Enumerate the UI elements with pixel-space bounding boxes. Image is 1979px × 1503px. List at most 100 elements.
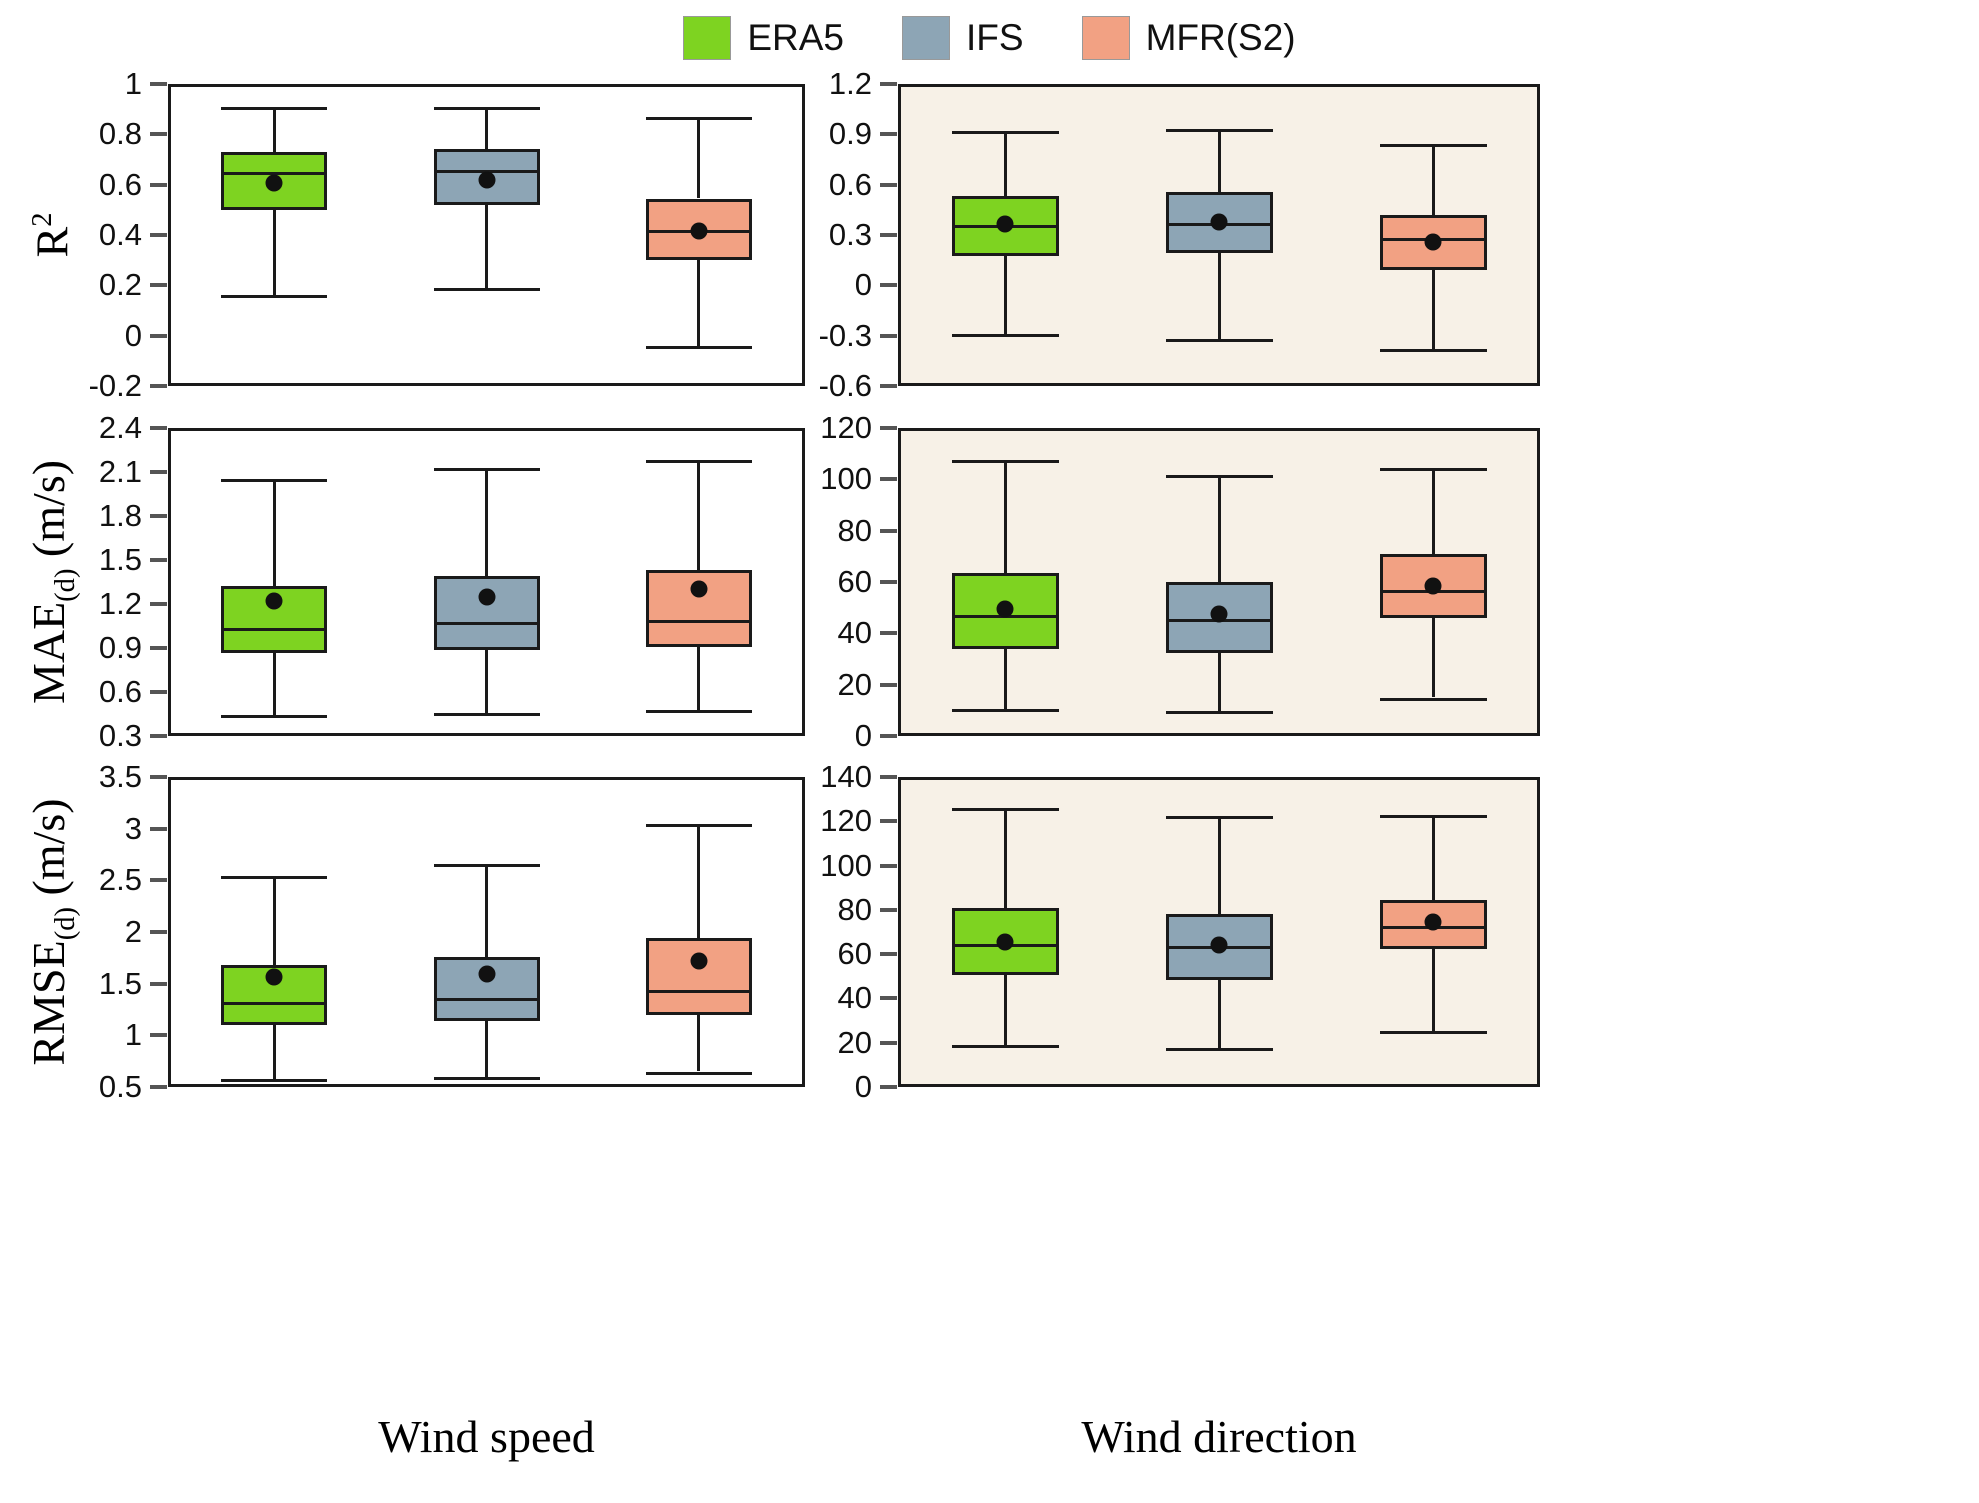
y-tick-mark (150, 602, 167, 606)
whisker-cap-upper (433, 467, 540, 471)
y-tick-mark (880, 477, 897, 482)
y-tick-mark (150, 82, 167, 86)
y-tick-mark (150, 981, 167, 986)
whisker-cap-upper (1165, 815, 1273, 819)
y-axis-label-mae: MAE(d) (m/s) (22, 459, 82, 705)
boxplot-ifs (898, 84, 1540, 386)
boxplot-ifs (898, 777, 1540, 1087)
whisker-lower (1217, 253, 1221, 340)
y-tick-mark (150, 426, 167, 430)
y-tick-label: 100 (820, 461, 872, 497)
whisker-lower (272, 653, 276, 716)
whisker-cap-upper (1379, 144, 1487, 148)
y-tick-label: 120 (820, 803, 872, 839)
y-tick-label: 0.6 (98, 674, 142, 709)
whisker-lower (485, 204, 488, 288)
whisker-upper (485, 863, 488, 957)
whisker-lower (1431, 270, 1435, 350)
y-tick-label: 0 (854, 718, 872, 753)
whisker-cap-lower (951, 709, 1059, 713)
y-tick-label: 0.9 (98, 630, 142, 665)
legend-label: MFR(S2) (1145, 17, 1296, 58)
y-tick-mark (880, 631, 897, 636)
y-axis-label-rmse: RMSE(d) (m/s) (22, 798, 82, 1066)
y-tick-label: 1 (124, 1017, 142, 1053)
whisker-lower (1217, 652, 1221, 711)
mean-marker (996, 215, 1014, 233)
whisker-upper (1217, 129, 1221, 193)
median-line (433, 169, 540, 173)
y-tick-mark (150, 558, 167, 562)
legend-label: IFS (966, 17, 1024, 58)
mean-marker (265, 174, 283, 192)
whisker-cap-lower (645, 709, 752, 713)
legend-item-ifs: IFS (902, 16, 1024, 60)
y-tick-label: 40 (837, 615, 872, 651)
whisker-cap-upper (221, 478, 328, 482)
y-tick-label: 0.4 (98, 217, 142, 252)
whisker-cap-lower (645, 1071, 752, 1075)
y-tick-mark (880, 233, 897, 237)
y-tick-label: 1.5 (98, 542, 142, 577)
boxplot-ifs (898, 428, 1540, 736)
mean-marker (265, 592, 283, 610)
median-line (221, 628, 328, 632)
box-iqr (951, 573, 1059, 649)
median-line (221, 172, 328, 176)
legend: ERA5 IFS MFR(S2) (0, 8, 1979, 68)
y-tick-mark (880, 182, 897, 187)
y-tick-label: 1.2 (828, 66, 872, 101)
median-line (645, 620, 752, 624)
y-tick-mark (150, 878, 167, 883)
whisker-cap-upper (433, 106, 540, 110)
whisker-cap-lower (433, 712, 540, 716)
y-tick-mark (150, 514, 167, 518)
whisker-cap-lower (1379, 349, 1487, 353)
whisker-cap-lower (1379, 1030, 1487, 1034)
boxplot-era5 (898, 428, 1540, 736)
whisker-cap-upper (221, 876, 328, 880)
mean-marker (1424, 913, 1442, 931)
whisker-lower (1431, 948, 1435, 1031)
boxplot-era5 (898, 84, 1540, 386)
y-tick-label: 2.5 (98, 862, 142, 898)
y-tick-mark (150, 384, 167, 388)
y-tick-mark (150, 233, 167, 237)
y-tick-label: 0.5 (98, 1069, 142, 1104)
boxplot-mfr-s2 (898, 84, 1540, 386)
y-tick-label: 0.3 (828, 217, 872, 252)
legend-swatch-icon (1081, 16, 1130, 60)
boxplot-mfr-s2 (168, 84, 805, 386)
whisker-cap-upper (1165, 129, 1273, 133)
whisker-upper (1217, 815, 1221, 915)
y-tick-mark (880, 682, 897, 687)
y-tick-label: 1 (124, 66, 142, 101)
y-tick-mark (150, 132, 167, 137)
y-tick-mark (880, 283, 897, 288)
y-tick-label: 60 (837, 564, 872, 599)
y-tick-label: 1.8 (98, 498, 142, 533)
y-tick-mark (150, 333, 167, 338)
y-tick-mark (150, 930, 167, 934)
whisker-lower (272, 1025, 276, 1079)
boxplot-mfr-s2 (168, 428, 805, 736)
x-axis-label-wind_direction: Wind direction (1081, 1411, 1357, 1462)
whisker-upper (1003, 808, 1007, 908)
mean-marker (478, 171, 495, 189)
boxplot-era5 (168, 428, 805, 736)
boxplot-ifs (168, 428, 805, 736)
whisker-upper (272, 876, 276, 966)
y-tick-mark (150, 182, 167, 187)
y-tick-mark (880, 528, 897, 533)
legend-label: ERA5 (747, 17, 845, 58)
whisker-upper (697, 459, 701, 570)
whisker-cap-upper (951, 460, 1059, 464)
legend-swatch-icon (683, 16, 732, 60)
y-tick-mark (880, 384, 897, 388)
whisker-upper (697, 823, 701, 939)
whisker-upper (1217, 475, 1221, 582)
